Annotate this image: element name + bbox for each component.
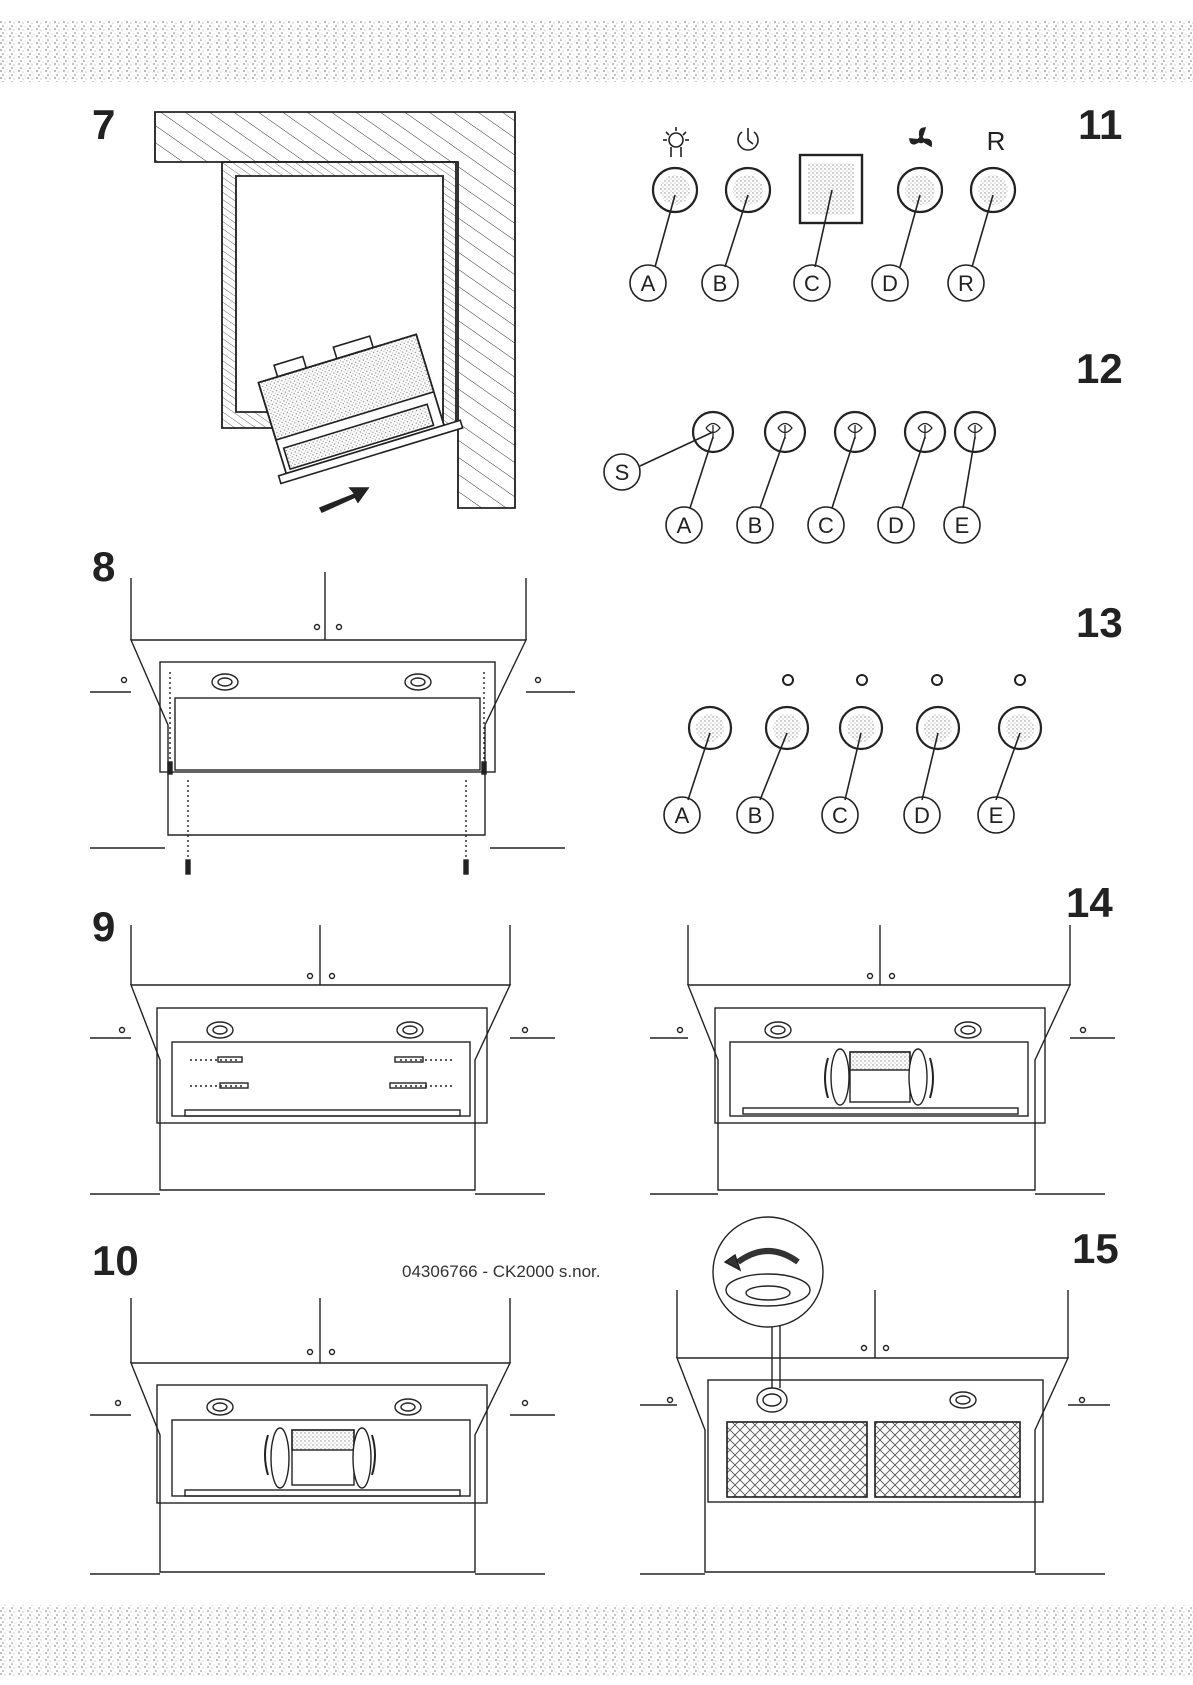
fig-number-15: 15 xyxy=(1072,1228,1119,1270)
fig-13-label-a: A xyxy=(675,803,690,828)
fig-number-14: 14 xyxy=(1066,882,1113,924)
light-icon xyxy=(663,127,689,157)
fig-number-11: 11 xyxy=(1078,104,1122,146)
figure-15-drawing xyxy=(640,1217,1110,1574)
figure-13-drawing xyxy=(664,675,1041,833)
figure-12-labels: S A B C D E xyxy=(615,460,970,538)
fig-12-label-a: A xyxy=(677,513,692,538)
fig-13-label-c: C xyxy=(832,803,848,828)
figure-9-drawing xyxy=(90,925,555,1194)
fig-12-label-d: D xyxy=(888,513,904,538)
fig-12-label-e: E xyxy=(955,513,970,538)
fig-12-label-b: B xyxy=(748,513,763,538)
fig-number-12: 12 xyxy=(1076,348,1123,390)
fig-number-9: 9 xyxy=(92,906,115,948)
figure-12-drawing xyxy=(604,412,995,543)
fig-11-label-d: D xyxy=(882,271,898,296)
figure-14-drawing xyxy=(650,925,1115,1194)
fig-number-13: 13 xyxy=(1076,602,1123,644)
fig-12-label-c: C xyxy=(818,513,834,538)
figure-13-labels: A B C D E xyxy=(675,803,1004,828)
fig-13-label-e: E xyxy=(989,803,1004,828)
fig-number-7: 7 xyxy=(92,104,115,146)
reference-code: 04306766 - CK2000 s.nor. xyxy=(402,1262,600,1282)
scan-noise-top xyxy=(0,20,1193,82)
fig-number-8: 8 xyxy=(92,546,115,588)
fig-number-10: 10 xyxy=(92,1240,139,1282)
fig-11-label-a: A xyxy=(641,271,656,296)
figure-7-drawing xyxy=(155,112,515,512)
fig-11-label-r: R xyxy=(958,271,974,296)
fig-11-label-c: C xyxy=(804,271,820,296)
scan-noise-bottom xyxy=(0,1605,1193,1677)
fan-icon xyxy=(910,128,931,146)
fig-12-label-s: S xyxy=(615,460,630,485)
fig-11-top-label-r: R xyxy=(987,126,1006,156)
figure-8-drawing xyxy=(90,572,575,874)
figure-10-drawing xyxy=(90,1298,555,1574)
timer-icon xyxy=(738,128,758,150)
fig-13-label-b: B xyxy=(748,803,763,828)
fig-11-label-b: B xyxy=(713,271,728,296)
fig-13-label-d: D xyxy=(914,803,930,828)
